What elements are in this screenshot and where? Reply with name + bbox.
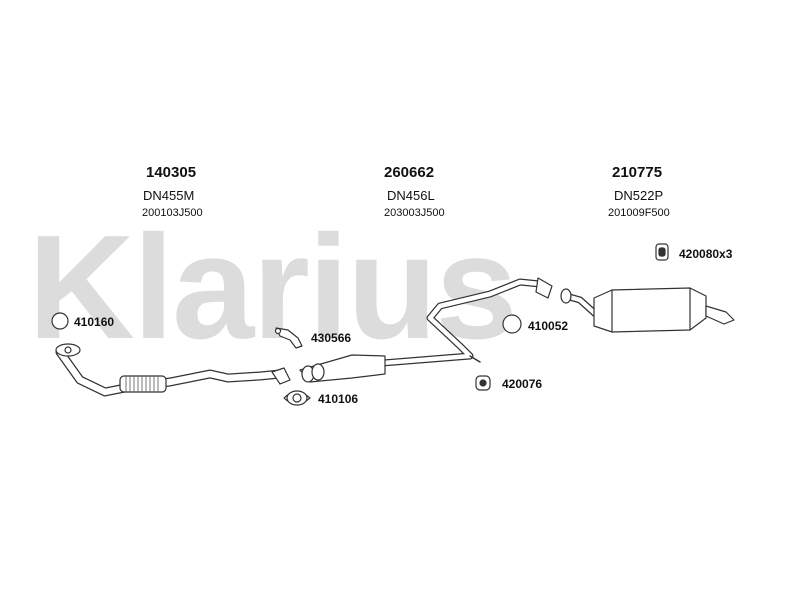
assembly-1-number: 140305 bbox=[146, 164, 197, 181]
center-pipe bbox=[299, 277, 553, 383]
assembly-3-ref: 201009F500 bbox=[608, 207, 670, 219]
assembly-2-code: DN456L bbox=[387, 188, 435, 203]
part-label-410106: 410106 bbox=[318, 392, 359, 406]
gasket-ring-icon bbox=[502, 314, 522, 334]
clamp-bracket-icon bbox=[274, 327, 303, 349]
front-pipe bbox=[55, 343, 291, 397]
part-label-420076: 420076 bbox=[502, 377, 543, 391]
flex-joint bbox=[119, 375, 167, 393]
center-outlet-flange bbox=[535, 277, 553, 299]
assembly-3-number: 210775 bbox=[612, 164, 663, 181]
rubber-hanger-icon bbox=[655, 243, 669, 261]
part-label-410160: 410160 bbox=[74, 315, 115, 329]
brand-watermark: Klarius bbox=[28, 205, 518, 370]
assembly-2-ref: 203003J500 bbox=[384, 207, 445, 219]
rear-silencer-assembly bbox=[560, 287, 735, 333]
part-label-430566: 430566 bbox=[311, 331, 352, 345]
flange-gasket-icon bbox=[283, 390, 311, 406]
assembly-3-code: DN522P bbox=[614, 188, 664, 203]
tail-pipe bbox=[705, 305, 735, 325]
rear-silencer-body bbox=[593, 287, 707, 333]
part-label-420080: 420080x3 bbox=[679, 247, 733, 261]
assembly-2-number: 260662 bbox=[384, 164, 435, 181]
assembly-1-ref: 200103J500 bbox=[142, 207, 203, 219]
part-label-410052: 410052 bbox=[528, 319, 569, 333]
assembly-1-code: DN455M bbox=[143, 188, 195, 203]
gasket-ring-icon bbox=[51, 312, 69, 330]
rubber-mount-icon bbox=[475, 375, 491, 391]
rear-inlet-flange bbox=[560, 288, 572, 304]
rear-clamp bbox=[271, 367, 291, 385]
